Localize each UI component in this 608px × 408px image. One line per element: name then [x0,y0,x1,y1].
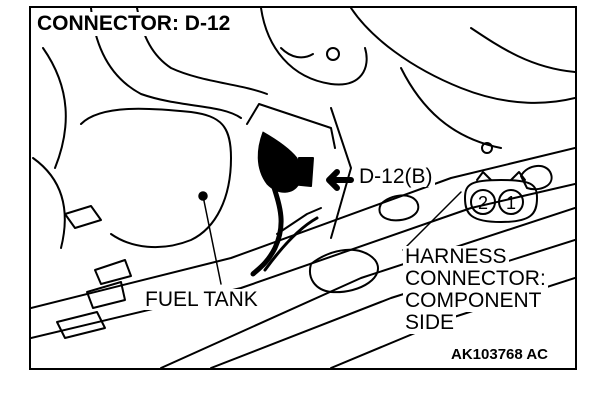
harness-label-line-2: CONNECTOR: [403,267,548,290]
fuel-tank-label: FUEL TANK [143,288,260,311]
harness-label-line-4: SIDE [403,311,457,334]
pin-2-circle [470,189,496,215]
harness-connector-label: HARNESS CONNECTOR: COMPONENT SIDE [403,246,571,334]
pin-1-label: 1 [506,193,516,213]
pin-1-circle [498,189,524,215]
frame-rails [31,8,575,368]
connector-diagram: 2 1 CONNECTOR: D-12 D-12(B) FUEL TANK HA… [29,6,577,370]
mounting-brackets [56,205,132,339]
connector-callout-label: D-12(B) [357,165,435,188]
diagram-title: CONNECTOR: D-12 [35,12,234,36]
harness-connector-pins: 2 1 [464,171,538,223]
figure-code: AK103768 AC [449,346,550,363]
pin-2-label: 2 [478,193,488,213]
leader-lines [198,191,462,285]
callout-arrow [326,169,354,191]
harness-label-line-3: COMPONENT [403,289,544,312]
harness-label-line-1: HARNESS [403,245,509,268]
vehicle-underbody-illustration: 2 1 [31,8,575,368]
connector-d12 [250,131,322,277]
